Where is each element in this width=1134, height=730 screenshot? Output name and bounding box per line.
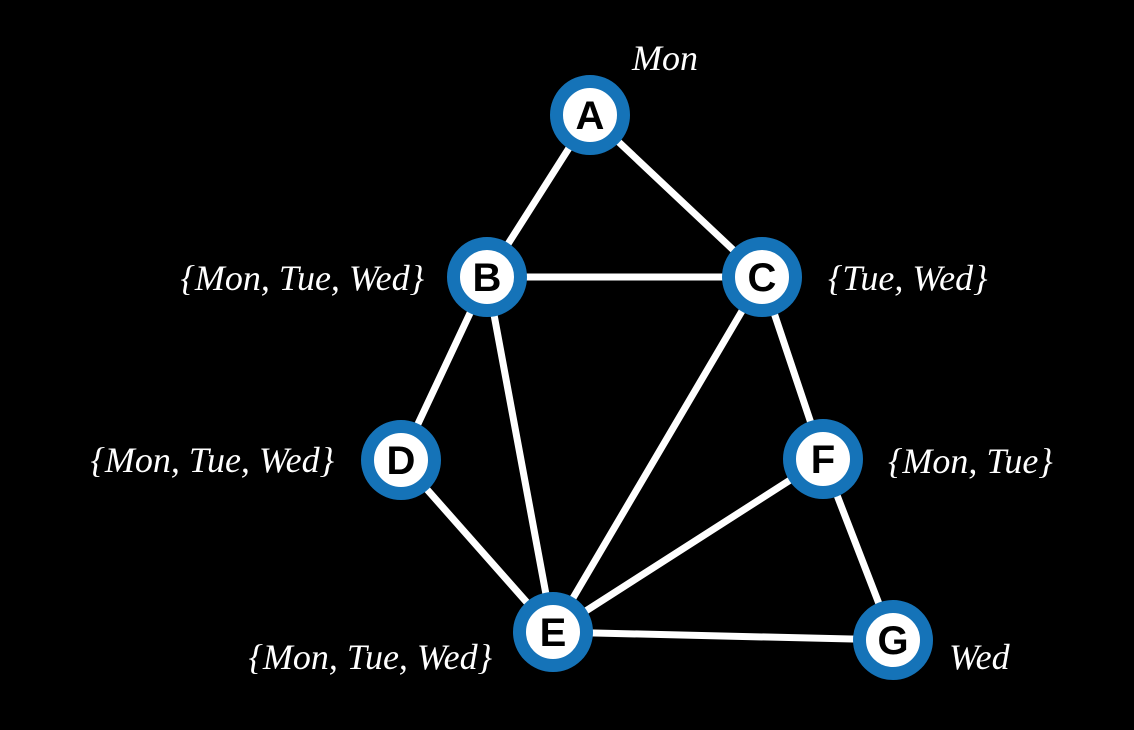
node-D-letter: D <box>387 439 416 483</box>
node-G-letter: G <box>877 619 908 663</box>
node-F-domain-label: {Mon, Tue} <box>888 441 1053 481</box>
edge-E-F <box>549 455 827 636</box>
node-G-circle <box>853 600 933 680</box>
node-D-circle <box>361 420 441 500</box>
node-D: D <box>361 420 441 500</box>
labels-layer: Mon {Mon, Tue, Wed} {Tue, Wed} {Mon, Tue, W… <box>91 38 1054 677</box>
node-F-letter: F <box>811 438 835 482</box>
node-E-circle <box>513 592 593 672</box>
node-B-domain-label: {Mon, Tue, Wed} <box>181 258 425 298</box>
node-E: E <box>513 592 593 672</box>
node-A-circle <box>550 75 630 155</box>
edges-layer <box>397 111 897 644</box>
node-A-domain-label: Mon <box>631 38 698 78</box>
node-C: C <box>722 237 802 317</box>
edge-E-G <box>549 628 897 644</box>
node-A-letter: A <box>576 94 605 138</box>
node-C-circle <box>722 237 802 317</box>
node-A: A <box>550 75 630 155</box>
node-D-domain-label: {Mon, Tue, Wed} <box>91 440 335 480</box>
node-E-domain-label: {Mon, Tue, Wed} <box>249 637 493 677</box>
node-B: B <box>447 237 527 317</box>
node-E-letter: E <box>540 611 567 655</box>
node-G: G <box>853 600 933 680</box>
edge-C-E <box>549 273 766 636</box>
nodes-layer: A B C D F E G <box>361 75 933 680</box>
node-B-circle <box>447 237 527 317</box>
node-C-letter: C <box>748 256 777 300</box>
node-B-letter: B <box>473 256 502 300</box>
edge-B-E <box>483 273 557 636</box>
node-C-domain-label: {Tue, Wed} <box>828 258 988 298</box>
node-F-circle <box>783 419 863 499</box>
node-G-domain-label: Wed <box>949 637 1011 677</box>
node-F: F <box>783 419 863 499</box>
